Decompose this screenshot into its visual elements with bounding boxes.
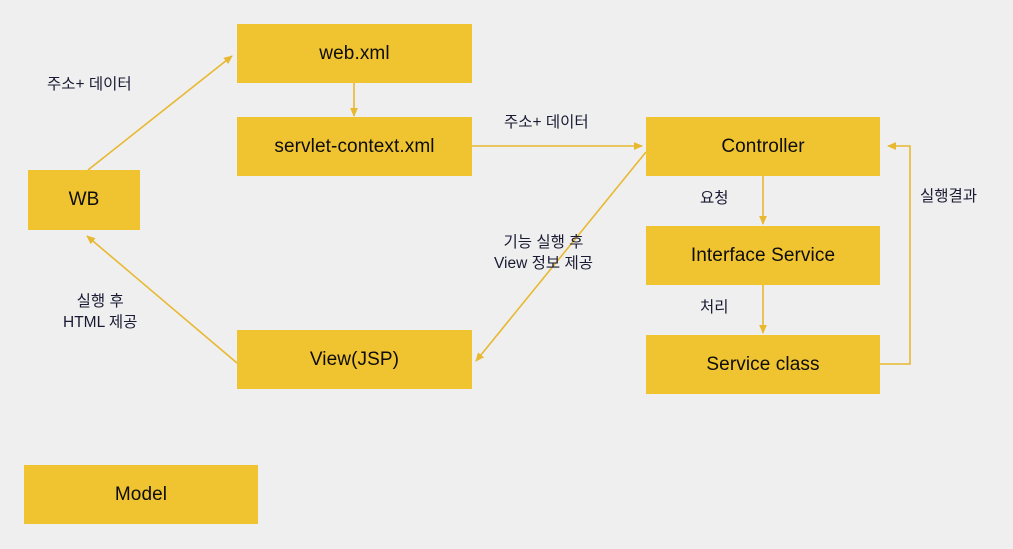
node-web-xml-label: web.xml xyxy=(319,42,390,64)
node-servlet-context-xml-label: servlet-context.xml xyxy=(274,135,435,157)
edge-label-serviceclass-to-controller: 실행결과 xyxy=(920,188,978,205)
node-interface-service[interactable]: Interface Service xyxy=(646,226,880,285)
edge-label-servletcontext-to-controller: 주소+ 데이터 xyxy=(504,114,589,131)
node-interface-service-label: Interface Service xyxy=(690,244,836,266)
edge-label-interface-to-serviceclass: 처리 xyxy=(700,299,729,316)
node-model[interactable]: Model xyxy=(24,465,258,524)
node-service-class[interactable]: Service class xyxy=(646,335,880,394)
node-service-class-label: Service class xyxy=(706,353,820,375)
edge-serviceclass-to-controller xyxy=(880,142,911,365)
node-view-jsp[interactable]: View(JSP) xyxy=(237,330,472,389)
node-model-label: Model xyxy=(114,483,168,505)
edge-label-controller-to-interface: 요청 xyxy=(700,190,729,207)
node-wb-label: WB xyxy=(68,189,100,210)
node-view-jsp-label: View(JSP) xyxy=(309,348,400,370)
edge-label-controller-to-view: 기능 실행 후 View 정보 제공 xyxy=(494,234,593,272)
edge-label-view-to-wb: 실행 후 HTML 제공 xyxy=(63,293,138,331)
node-controller[interactable]: Controller xyxy=(646,117,880,176)
node-servlet-context-xml[interactable]: servlet-context.xml xyxy=(237,117,472,176)
edge-label-wb-to-webxml: 주소+ 데이터 xyxy=(47,76,132,93)
node-wb[interactable]: WB xyxy=(28,170,140,230)
node-web-xml[interactable]: web.xml xyxy=(237,24,472,83)
node-controller-label: Controller xyxy=(721,135,805,157)
